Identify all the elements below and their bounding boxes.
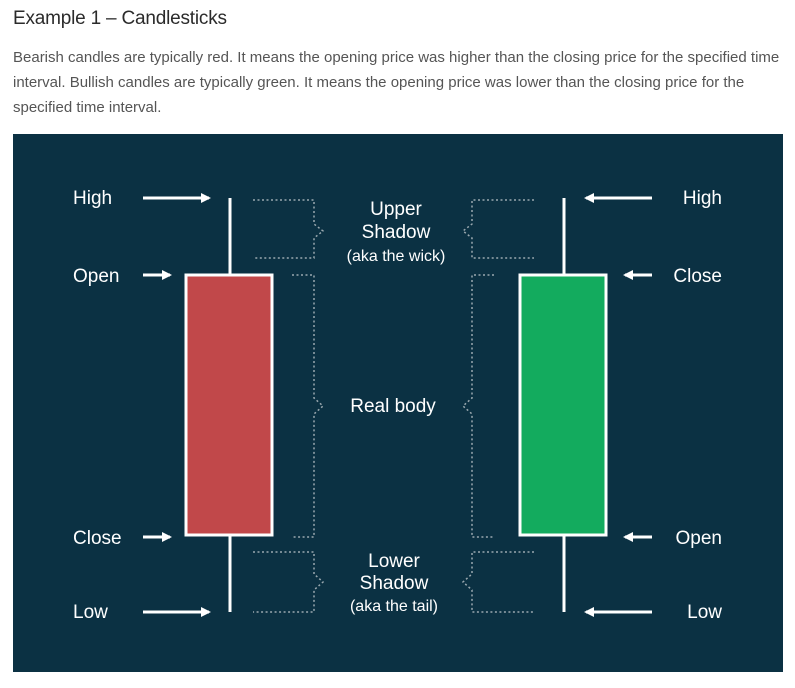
upper-shadow-label-line2: Shadow [362,222,431,243]
bullish-open-label: Open [676,528,722,549]
real-body-brace-right [461,274,494,538]
bearish-real-body [184,273,274,537]
real-body-brace-left [292,274,325,538]
lower-shadow-label-line1: Lower [368,551,420,572]
page-title: Example 1 – Candlesticks [13,8,227,29]
real-body-label: Real body [350,396,436,417]
candlestick-diagram: High Open Close Low High Close Open Low … [13,134,783,672]
bullish-low-label: Low [687,602,722,623]
description-paragraph: Bearish candles are typically red. It me… [13,49,780,116]
bearish-close-label: Close [73,528,122,549]
bullish-high-label: High [683,188,722,209]
lower-shadow-label-line2: Shadow [360,573,429,594]
bullish-close-label: Close [673,266,722,287]
upper-shadow-label-line3: (aka the wick) [347,248,446,265]
lower-shadow-brace-right [461,551,534,613]
bearish-low-label: Low [73,602,108,623]
candlestick-diagram-svg: High Open Close Low High Close Open Low … [73,188,722,623]
bearish-open-label: Open [73,266,119,287]
upper-shadow-brace-right [461,199,534,259]
bullish-real-body [518,273,608,537]
lower-shadow-label-line3: (aka the tail) [350,598,438,615]
lower-shadow-brace-left [253,551,325,613]
upper-shadow-brace-left [253,199,325,259]
upper-shadow-label-line1: Upper [370,199,422,220]
bearish-high-label: High [73,188,112,209]
